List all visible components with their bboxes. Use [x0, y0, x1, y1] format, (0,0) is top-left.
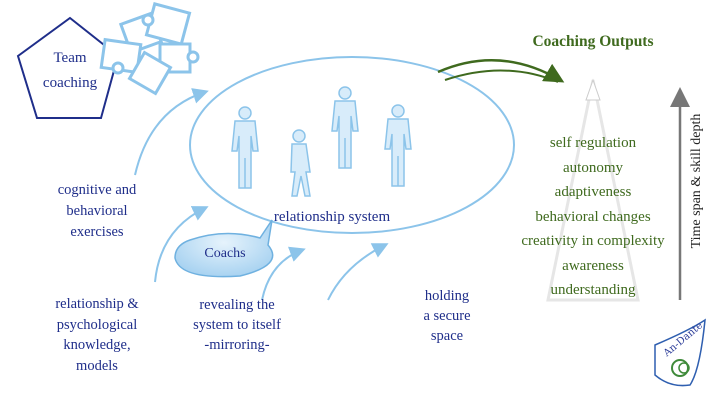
coach-label: Coachs	[204, 246, 246, 261]
output-item: awareness	[562, 257, 624, 274]
input-line: holding	[424, 288, 470, 304]
output-item: creativity in complexity	[521, 233, 665, 249]
output-item: adaptiveness	[554, 184, 632, 200]
input-mirroring: revealing the system to itself -mirrorin…	[172, 295, 302, 355]
input-line: revealing the	[199, 297, 275, 313]
input-line: space	[430, 328, 464, 344]
output-item: behavioral changes	[535, 208, 651, 225]
input-cognitive-exercises: cognitive and behavioral exercises	[37, 180, 157, 243]
puzzle-pieces-icon	[99, 2, 200, 96]
team-coaching-label: Team coaching	[30, 46, 110, 96]
outputs-title: Coaching Outputs	[532, 33, 654, 50]
team-coaching-line: Team	[53, 50, 87, 66]
input-line: -mirroring-	[204, 337, 270, 353]
input-line: psychological	[56, 316, 138, 333]
input-line: cognitive and	[57, 182, 137, 198]
output-arrow-1	[437, 59, 565, 83]
people-silhouettes-icon	[231, 86, 412, 197]
input-line: a secure	[423, 308, 471, 324]
an-dante-logo: An-Dante	[654, 318, 706, 387]
output-item: self regulation	[549, 135, 637, 151]
input-line: system to itself	[193, 317, 281, 333]
output-triangle	[546, 79, 640, 302]
input-line: relationship &	[55, 296, 139, 312]
input-line: knowledge,	[63, 337, 131, 353]
input-knowledge-models: relationship & psychological knowledge, …	[37, 294, 157, 376]
input-line: behavioral	[66, 203, 128, 219]
input-line: models	[76, 357, 118, 374]
output-item: understanding	[550, 282, 636, 298]
input-secure-space: holding a secure space	[407, 286, 487, 346]
coach-speech-bubble	[174, 219, 274, 278]
time-axis-label: Time span & skill depth	[689, 113, 704, 249]
input-line: exercises	[70, 224, 124, 240]
outputs-list: self regulation autonomy adaptiveness be…	[493, 131, 693, 303]
input-arrows	[134, 88, 389, 301]
team-coaching-line: coaching	[42, 75, 98, 91]
output-arrow-2	[444, 69, 559, 83]
output-item: autonomy	[563, 159, 623, 176]
relationship-system-ellipse	[189, 56, 515, 234]
relationship-system-label: relationship system	[273, 209, 391, 225]
